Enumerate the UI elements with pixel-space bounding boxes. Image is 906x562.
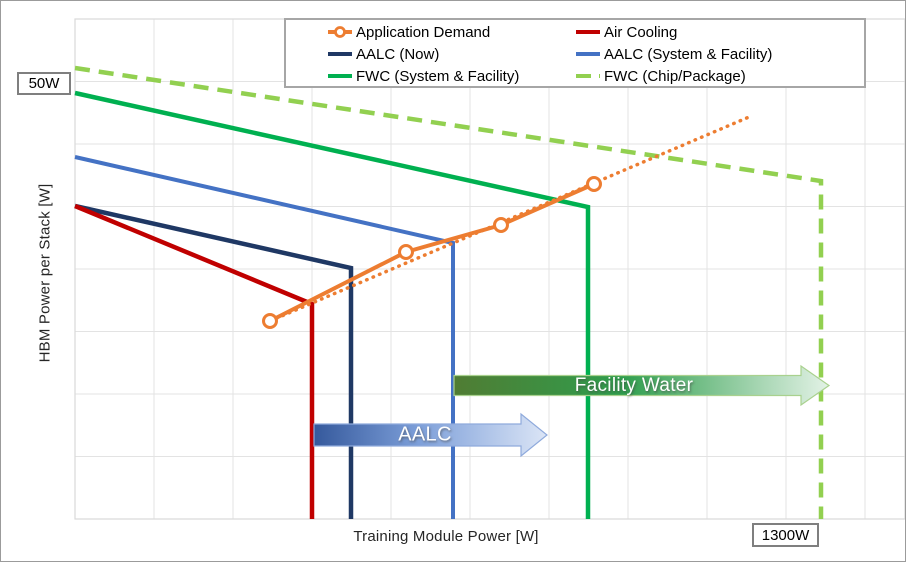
annotation-arrows — [313, 364, 831, 458]
facility-water-arrow — [453, 364, 831, 407]
legend-swatch-aalc-sys-fac — [576, 52, 600, 56]
legend-swatch-fwc-sys-fac — [328, 74, 352, 78]
legend-label: FWC (Chip/Package) — [604, 67, 746, 85]
data-point-marker — [493, 217, 509, 233]
series-line-aalc-now — [74, 203, 354, 519]
callout-50w: 50W — [17, 72, 71, 95]
facility-water-arrow-label: Facility Water — [574, 374, 694, 396]
data-point-marker — [586, 176, 602, 192]
legend-label: FWC (System & Facility) — [356, 67, 520, 85]
legend-swatch-marker — [334, 26, 346, 38]
x-axis-title: Training Module Power [W] — [353, 528, 539, 545]
aalc-arrow-label: AALC — [398, 423, 452, 446]
legend-label: AALC (Now) — [356, 45, 440, 63]
series-line-fwc-chip-package — [74, 65, 824, 519]
legend-swatch-fwc-chip-pkg — [576, 74, 600, 78]
legend-label: AALC (System & Facility) — [604, 45, 773, 63]
chart-series — [74, 65, 824, 519]
legend-item-air-cooling: Air Cooling — [575, 21, 864, 43]
aalc-arrow — [313, 412, 548, 458]
legend-item-app-demand: Application Demand — [327, 21, 575, 43]
y-axis-title: HBM Power per Stack [W] — [36, 183, 54, 363]
legend-item-fwc-chip-pkg: FWC (Chip/Package) — [575, 65, 864, 87]
series-line-application-demand-trend — [268, 115, 751, 323]
legend-item-fwc-sys-fac: FWC (System & Facility) — [327, 65, 575, 87]
legend-swatch-app-demand — [328, 26, 352, 38]
legend-swatch-aalc-now — [328, 52, 352, 56]
legend-label: Air Cooling — [604, 23, 678, 41]
data-point-marker — [262, 313, 278, 329]
series-line-fwc-system-facility — [74, 90, 591, 519]
legend-label: Application Demand — [356, 23, 491, 41]
legend-swatch-air-cooling — [576, 30, 600, 34]
data-point-marker — [398, 244, 414, 260]
series-line-aalc-system-facility — [74, 155, 455, 519]
callout-1300w: 1300W — [752, 523, 819, 547]
legend-item-aalc-now: AALC (Now) — [327, 43, 575, 65]
series-line-air-cooling — [74, 203, 315, 519]
legend-item-aalc-sys-fac: AALC (System & Facility) — [575, 43, 864, 65]
